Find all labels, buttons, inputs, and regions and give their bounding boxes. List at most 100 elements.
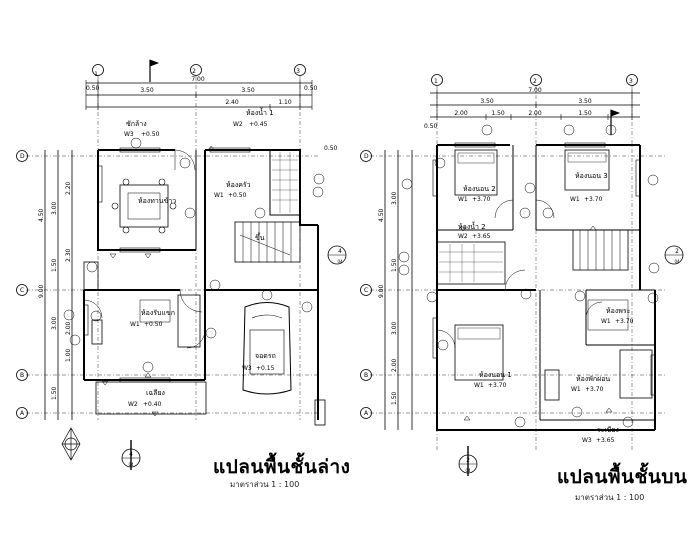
room-lounge-name: ห้องพักผ่อน [576, 375, 610, 383]
r-dim-top-6: 1.50 [578, 110, 592, 117]
dim-top-4: 2.40 [225, 99, 239, 106]
room-living-name: ห้องรับแขก [141, 309, 175, 317]
room-bed3-tag: W1 [570, 196, 580, 203]
r-grid-row-b: B [364, 372, 368, 379]
dim-left-7: 2.00 [65, 321, 72, 335]
dim-top-6: 0.50 [304, 85, 318, 92]
dim-left-2: 2.20 [65, 181, 72, 195]
room-bed3-name: ห้องนอน 3 [575, 172, 608, 180]
room-bed1-tag: W1 [474, 382, 484, 389]
ground-floor-plan-title: แปลนพื้นชั้นล่าง [213, 456, 351, 478]
r-dim-top-1: 3.50 [480, 98, 494, 105]
dim-top-3: 3.50 [241, 87, 255, 94]
room-kitchen-level: +0.50 [228, 192, 247, 199]
room-living-tag: W1 [130, 321, 140, 328]
grid-row-d: D [20, 153, 25, 160]
section-marker-left [121, 440, 141, 470]
dim-left-5: 9.00 [38, 284, 45, 298]
room-carport-level: +0.15 [256, 365, 275, 372]
room-laundry-tag: W3 [124, 131, 134, 138]
room-bath1-level: +0.45 [249, 121, 268, 128]
dim-left-8: 1.00 [65, 348, 72, 362]
north-arrow-icon [61, 427, 81, 461]
ground-floor-scale: มาตราส่วน 1 : 100 [230, 480, 300, 489]
room-bath1-name: ห้องน้ำ 1 [246, 106, 274, 117]
section-marker-left-2 [327, 245, 347, 265]
r-dim-left-2: 1.50 [391, 258, 398, 272]
r-dim-top-2: 3.50 [578, 98, 592, 105]
dim-left-4: 2.30 [65, 248, 72, 262]
room-porch-tag: W2 [128, 401, 138, 408]
r-dim-top-7: 0.50 [424, 123, 438, 130]
room-bed2-level: +3.70 [472, 196, 491, 203]
dim-left-9: 1.50 [51, 386, 58, 400]
grid-bubble-2 [190, 64, 202, 76]
r-grid-label-3: 3 [629, 78, 633, 85]
room-bed2-name: ห้องนอน 2 [463, 185, 496, 193]
r-dim-left-6: 1.50 [391, 391, 398, 405]
r-dim-top-5: 2.00 [528, 110, 542, 117]
r-grid-label-2: 2 [533, 78, 537, 85]
room-balcony-tag: W3 [582, 437, 592, 444]
left-plan [16, 59, 347, 470]
room-bed2-tag: W1 [458, 196, 468, 203]
room-carport-tag: W3 [242, 365, 252, 372]
room-shrine-name: ห้องพระ [606, 307, 631, 315]
grid-row-b: B [20, 372, 24, 379]
grid-bubble-3 [294, 64, 306, 76]
room-porch-name: เฉลียง [146, 389, 165, 397]
room-laundry-name: ซักล้าง [126, 120, 147, 128]
room-bed1-name: ห้องนอน 1 [479, 371, 512, 379]
section-marker-right [458, 446, 478, 476]
r-dim-left-4: 3.00 [391, 321, 398, 335]
r-dim-left-1: 3.00 [391, 191, 398, 205]
upper-floor-plan-title: แปลนพื้นชั้นบน [557, 466, 688, 488]
room-bath1-tag: W2 [233, 121, 243, 128]
dim-top-5: 1.10 [278, 99, 292, 106]
room-shrine-level: +3.70 [615, 318, 634, 325]
room-dining-name: ห้องทานข้าว [138, 197, 176, 205]
room-bath2-name: ห้องน้ำ 2 [458, 220, 486, 231]
room-balcony-level: +3.65 [596, 437, 615, 444]
r-dim-left-3: 9.00 [378, 284, 385, 298]
dim-left-6: 3.00 [51, 316, 58, 330]
room-kitchen-tag: W1 [214, 192, 224, 199]
r-grid-row-c: C [364, 287, 368, 294]
dim-left-3: 1.50 [51, 258, 58, 272]
r-section-mark-num: 2 [675, 248, 679, 255]
r-dim-left-5: 2.00 [391, 358, 398, 372]
room-bed3-level: +3.70 [584, 196, 603, 203]
grid-row-c: C [20, 287, 24, 294]
dim-top-0: 0.50 [86, 85, 100, 92]
r-section-mark-left-sub: 04 [465, 468, 471, 473]
r-dim-top-3: 2.00 [454, 110, 468, 117]
r-grid-row-a: A [364, 410, 369, 417]
room-balcony-name: ระเบียง [597, 426, 619, 434]
room-kitchen-name: ห้องครัว [226, 181, 251, 189]
grid-label-3: 3 [296, 68, 300, 75]
r-section-mark-left-num: 2 [466, 457, 470, 464]
grid-row-a: A [20, 410, 25, 417]
r-grid-label-1: 1 [434, 78, 438, 85]
grid-label-2: 2 [192, 68, 196, 75]
upper-floor-scale: มาตราส่วน 1 : 100 [575, 493, 645, 502]
room-lounge-tag: W1 [571, 386, 581, 393]
room-bed1-level: +3.70 [488, 382, 507, 389]
room-living-level: +0.50 [144, 321, 163, 328]
stair-up-label: ขึ้น [255, 231, 265, 242]
section-mark-num: 4 [338, 248, 342, 255]
room-laundry-level: +0.50 [141, 131, 160, 138]
section-mark-left-num: 4 [129, 451, 133, 458]
right-plan [360, 74, 684, 476]
r-grid-row-d: D [364, 153, 369, 160]
dim-left-10: 0.50 [324, 145, 338, 152]
room-bath2-tag: W2 [458, 233, 468, 240]
section-mark-left-sub: 04 [128, 462, 134, 467]
grid-bubble-1 [92, 64, 104, 76]
section-marker-right-2 [664, 245, 684, 265]
r-dim-top-0: 7.00 [528, 87, 542, 94]
room-lounge-level: +3.70 [585, 386, 604, 393]
section-mark-sub: 04 [337, 259, 343, 264]
room-shrine-tag: W1 [601, 318, 611, 325]
